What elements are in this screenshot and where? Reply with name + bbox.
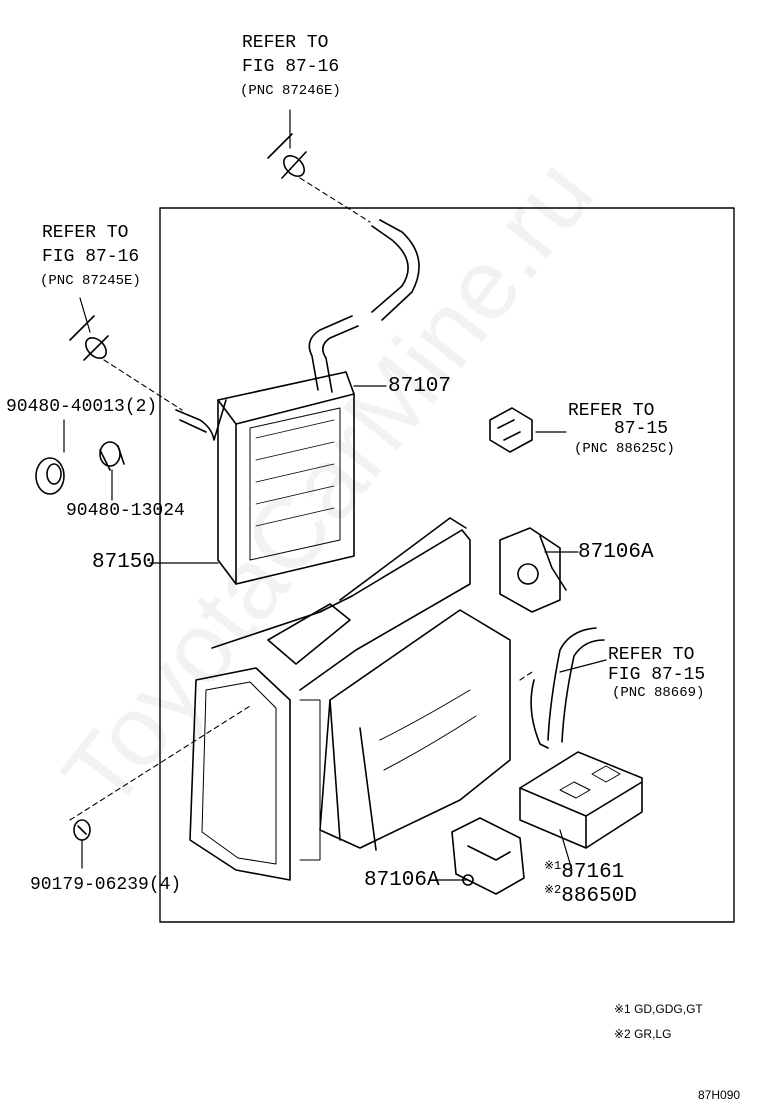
hose-top-sleeve [267, 133, 307, 179]
leader-lines [63, 109, 607, 881]
part-87150[interactable]: 87150 [92, 551, 156, 574]
part-87161[interactable]: 87161 [561, 861, 625, 884]
refer-right-upper-line2: 87-15 [614, 419, 669, 439]
heater-unit-case [189, 517, 511, 881]
heater-core [217, 371, 355, 585]
mark-1: ※1 [544, 859, 562, 873]
part-88650d[interactable]: 88650D [561, 885, 637, 908]
pipe-88669 [530, 627, 605, 749]
heater-hose-left [175, 399, 227, 441]
figure-code: 87H090 [698, 1088, 741, 1102]
grommet-90480-40013 [35, 457, 65, 495]
part-87106a-lower[interactable]: 87106A [364, 869, 440, 892]
part-88650d-row: ※288650D [544, 884, 637, 907]
part-90480-40013[interactable]: 90480-40013(2) [6, 397, 158, 417]
refer-left-line1: REFER TO [42, 223, 129, 243]
amplifier-box [519, 751, 643, 849]
heater-hose-mid [308, 315, 359, 393]
mark-2: ※2 [544, 883, 562, 897]
refer-top-line1: REFER TO [242, 33, 329, 53]
part-90179-06239[interactable]: 90179-06239(4) [30, 875, 182, 895]
note-2: ※2 GR,LG [614, 1027, 672, 1041]
refer-right-lower-line1: REFER TO [608, 645, 695, 665]
grommet-90480-13024 [99, 441, 125, 471]
servo-motor-lower [451, 817, 525, 895]
hose-left-sleeve [69, 315, 109, 361]
assembly-frame [159, 207, 735, 923]
note-1: ※1 GD,GDG,GT [614, 1002, 703, 1016]
refer-right-lower-line2: FIG 87-15 [608, 665, 706, 685]
part-87107[interactable]: 87107 [388, 375, 452, 398]
heater-hose-upper [371, 219, 420, 321]
part-90480-13024[interactable]: 90480-13024 [66, 501, 185, 521]
part-87161-row: ※187161 [544, 860, 624, 883]
dashed-lines [69, 177, 533, 821]
refer-right-lower-pnc: (PNC 88669) [612, 685, 705, 701]
refer-left-pnc: (PNC 87245E) [40, 273, 141, 289]
refer-top-line2: FIG 87-16 [242, 57, 340, 77]
part-87106a-upper[interactable]: 87106A [578, 541, 654, 564]
servo-motor-upper [499, 527, 567, 613]
refer-left-line2: FIG 87-16 [42, 247, 140, 267]
connector-88625C [489, 407, 533, 453]
refer-right-upper-line1: REFER TO [568, 401, 655, 421]
refer-top-pnc: (PNC 87246E) [240, 83, 341, 99]
screw-90179 [73, 819, 91, 841]
refer-right-upper-pnc: (PNC 88625C) [574, 441, 675, 457]
